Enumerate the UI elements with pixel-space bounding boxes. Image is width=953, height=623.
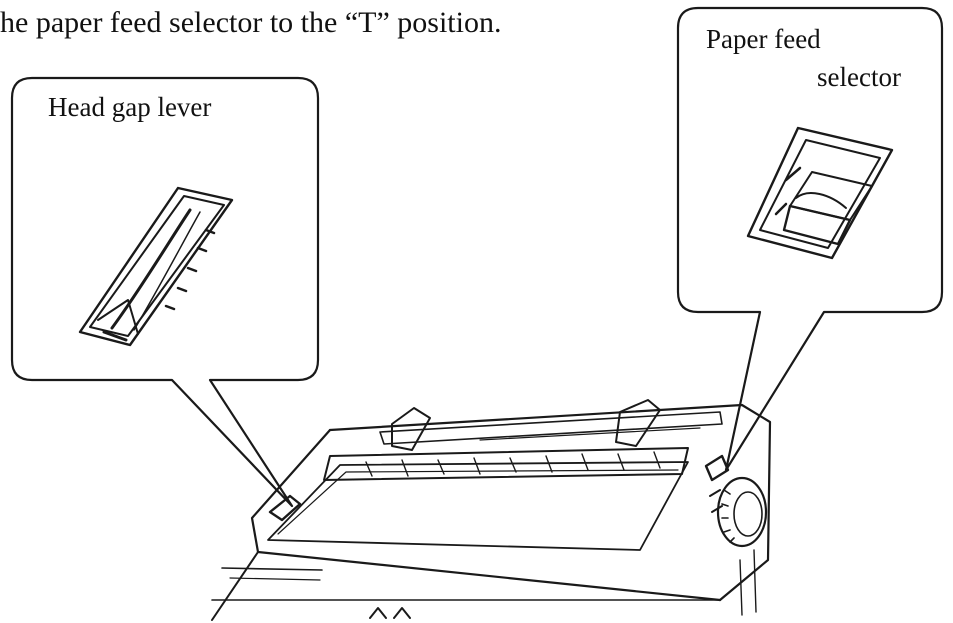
paper-feed-label-line1: Paper feed <box>706 24 821 54</box>
printer-body <box>211 399 772 621</box>
instruction-caption: he paper feed selector to the “T” positi… <box>0 6 502 39</box>
paper-feed-callout-bubble <box>676 6 944 472</box>
head-gap-lever-illustration <box>78 186 234 347</box>
head-gap-lever-label: Head gap lever <box>48 92 211 122</box>
paper-feed-selector-illustration <box>746 126 894 260</box>
head-gap-callout-bubble <box>10 76 320 508</box>
paper-feed-label-line2: selector <box>817 62 901 92</box>
